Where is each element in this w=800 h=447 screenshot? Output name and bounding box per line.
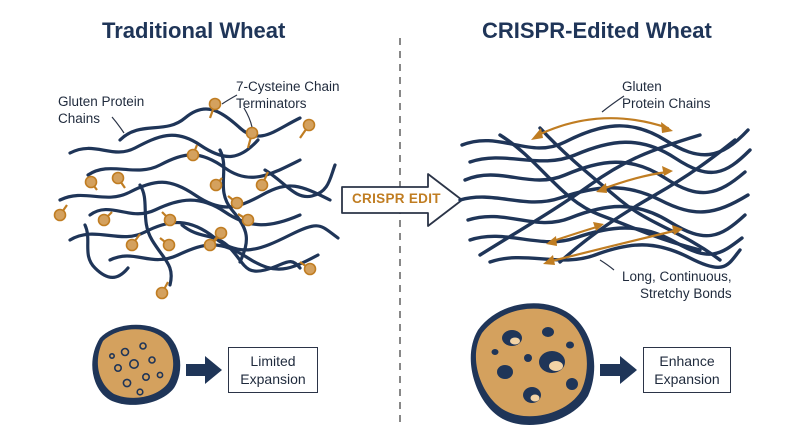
cysteine-terminator-icon [111, 171, 125, 185]
right-chain [466, 204, 747, 238]
right-chain [488, 243, 742, 269]
arrowhead-icon [546, 236, 557, 246]
cysteine-terminator-icon [84, 175, 98, 189]
left-chain [218, 148, 248, 264]
arrowhead-icon [596, 183, 607, 193]
arrowhead-icon [662, 166, 673, 176]
left-panel-title: Traditional Wheat [102, 18, 286, 43]
right-arrow-icon [600, 356, 637, 384]
left-chain [83, 223, 130, 279]
right-chains-label: Gluten Protein Chains [622, 79, 711, 111]
right-chain [538, 126, 722, 262]
cysteine-terminator-icon [209, 178, 223, 192]
cysteine-terminator-icon [214, 226, 228, 240]
cysteine-terminator-icon [186, 148, 200, 162]
right-chain [460, 124, 750, 157]
cysteine-terminator-icon [203, 238, 217, 252]
cysteine-terminator-icon [241, 213, 255, 227]
left-chain [68, 133, 260, 159]
cysteine-terminator-icon [230, 196, 244, 210]
right-chain [468, 140, 752, 175]
arrowhead-icon [672, 225, 683, 235]
left-chain [118, 107, 302, 142]
left-result-box: Limited Expansion [228, 347, 318, 393]
left-leader-lines [111, 94, 253, 134]
right-chain [498, 133, 702, 252]
crispr-edit-arrow-icon [341, 173, 463, 227]
crispr-edit-label: CRISPR EDIT [352, 191, 441, 206]
right-leader-lines [599, 95, 625, 271]
cysteine-terminator-icon [163, 213, 177, 227]
bonds-label: Long, Continuous, Stretchy Bonds [622, 269, 732, 301]
left-chain [138, 183, 173, 287]
cysteine-terminator-icon [208, 97, 222, 111]
terminators-label: 7-Cysteine Chain Terminators [236, 79, 340, 111]
left-chains-label: Gluten Protein Chains [58, 94, 145, 126]
cysteine-terminator-icon [303, 262, 317, 276]
right-chain [558, 138, 737, 264]
cysteine-terminator-icon [255, 178, 269, 192]
left-gluten-network [58, 107, 340, 287]
arrowhead-icon [543, 255, 555, 265]
arrowhead-icon [531, 128, 543, 140]
right-chain [463, 160, 747, 195]
right-arrow-icon [186, 356, 222, 384]
cysteine-terminator-icon [125, 238, 139, 252]
dough-ball-small-icon [92, 324, 181, 405]
left-chain [180, 223, 302, 273]
cysteine-terminator-icon [245, 126, 259, 140]
cysteine-terminator-icon [302, 118, 316, 132]
cysteine-terminator-icon [97, 213, 111, 227]
right-stretch-arrowheads [531, 122, 683, 265]
left-chain [88, 198, 302, 227]
dough-ball-large-icon [470, 303, 595, 426]
arrowhead-icon [661, 122, 673, 133]
right-gluten-network [458, 124, 752, 269]
left-terminators [53, 97, 317, 300]
cysteine-terminator-icon [53, 208, 67, 222]
arrowhead-icon [593, 222, 604, 231]
cysteine-terminator-icon [155, 286, 169, 300]
right-panel-title: CRISPR-Edited Wheat [482, 18, 712, 43]
right-result-box: Enhance Expansion [643, 347, 731, 393]
left-chain [263, 163, 337, 199]
right-chain [478, 133, 702, 257]
cysteine-terminator-icon [162, 238, 176, 252]
left-chain [58, 180, 332, 209]
